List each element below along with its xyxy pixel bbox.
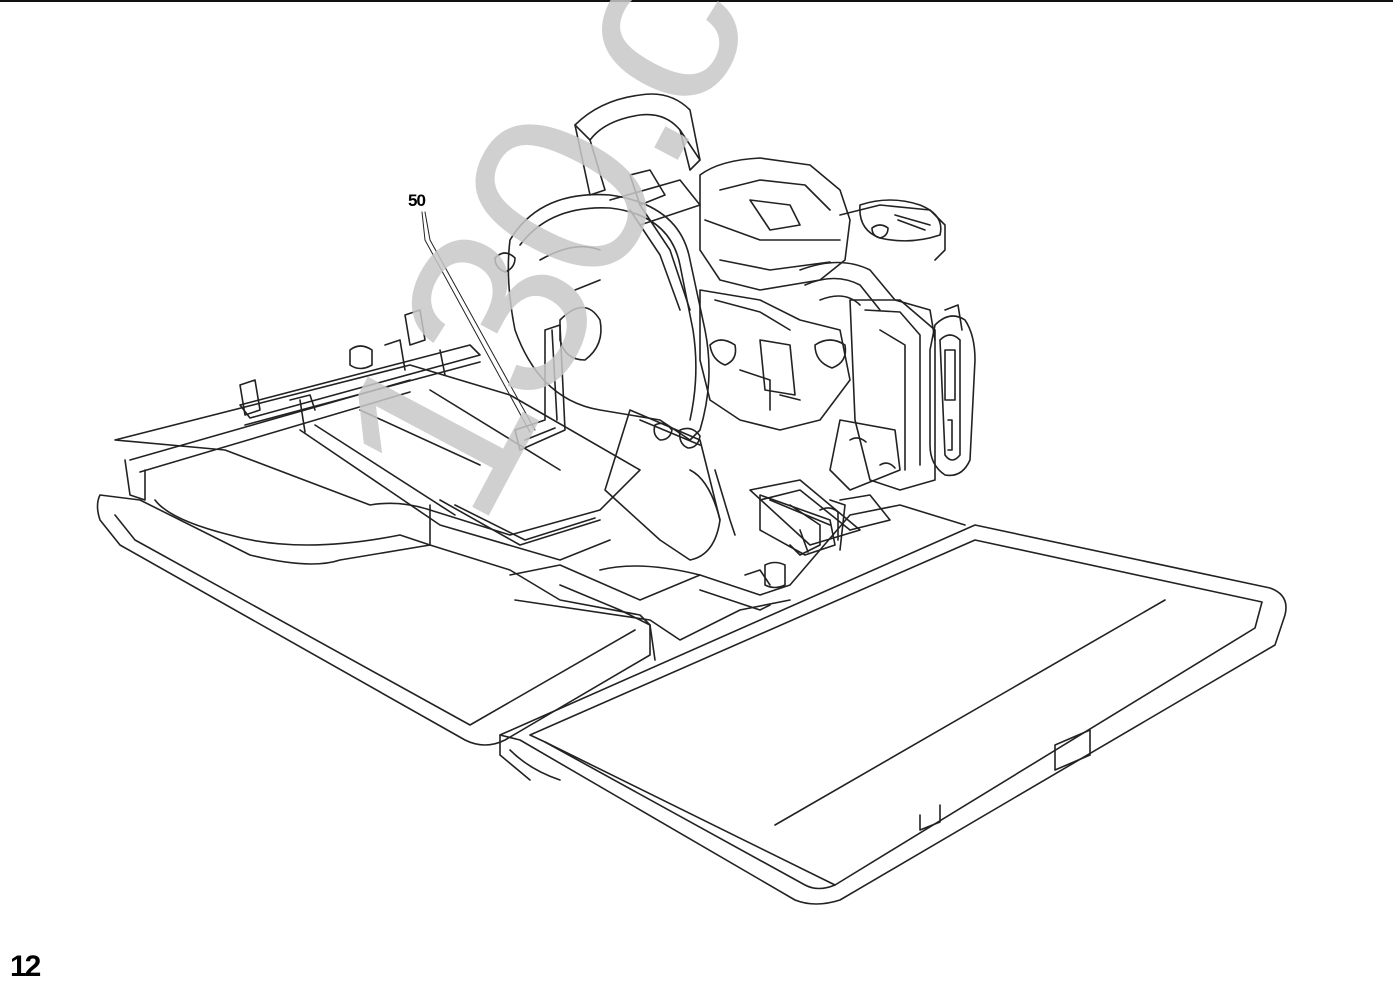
left-extension-tray: [96, 494, 651, 781]
saw-table: [114, 309, 641, 561]
lower-guard: [604, 409, 736, 561]
callout-leader: [421, 211, 536, 433]
saw-handle: [574, 93, 701, 226]
side-frame: [829, 299, 936, 491]
right-extension-tray: [499, 524, 1287, 905]
top-rule: [0, 0, 1393, 2]
pivot-arm: [699, 261, 936, 431]
callout-label: 50: [408, 191, 426, 210]
center-base: [509, 479, 966, 661]
pump-bracket: [929, 304, 976, 477]
motor-housing: [699, 157, 946, 291]
page-number: 12: [10, 950, 41, 983]
front-rail: [759, 494, 839, 556]
setting-square: [514, 324, 566, 451]
blade-guard: [494, 193, 710, 441]
rip-fence-rail: [239, 344, 481, 433]
